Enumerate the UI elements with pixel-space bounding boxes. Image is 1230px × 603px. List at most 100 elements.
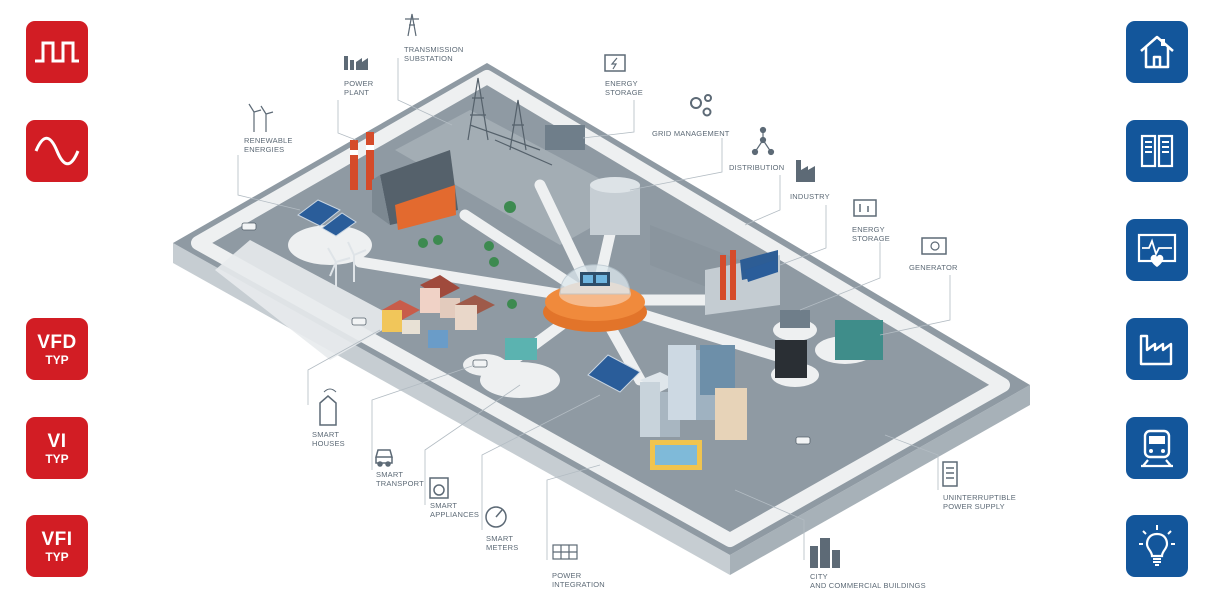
label-distribution: DISTRIBUTION (729, 163, 784, 172)
label-energy-storage-top-l2: STORAGE (605, 88, 643, 97)
label-ups-l2: POWER SUPPLY (943, 502, 1005, 511)
label-energy-storage-right-l2: STORAGE (852, 234, 890, 243)
smart-meters-icon (485, 506, 507, 528)
light-bulb-icon (1139, 525, 1175, 566)
ups-icon (942, 461, 958, 487)
factory-icon (1139, 334, 1173, 366)
platform-right-side (730, 385, 1030, 575)
label-power-plant-l1: POWER (344, 79, 374, 88)
label-renewable-l2: ENERGIES (244, 145, 284, 154)
label-city-l2: AND COMMERCIAL BUILDINGS (810, 581, 926, 590)
transmission-icon (405, 13, 419, 37)
square-wave-badge[interactable] (26, 21, 88, 83)
smart-houses (382, 275, 537, 360)
label-renewable-l1: RENEWABLE (244, 136, 293, 145)
smart-transport-icon (375, 449, 393, 467)
label-power-integration-l2: INTEGRATION (552, 580, 605, 589)
vfi-badge[interactable]: VFI TYP (26, 515, 88, 577)
label-smart-appliances-l2: APPLIANCES (430, 510, 479, 519)
cars (241, 222, 811, 445)
label-city-l1: CITY (810, 572, 828, 581)
solar-field-center (587, 354, 641, 393)
smart-houses-icon (319, 388, 337, 426)
industry-icon (796, 160, 815, 182)
smart-appliances-icon (429, 477, 449, 499)
city-icon (810, 538, 840, 568)
vi-badge[interactable]: VI TYP (26, 417, 88, 479)
city-buildings (640, 345, 747, 470)
square-wave-icon (35, 41, 79, 63)
train-icon (1141, 429, 1173, 468)
label-energy-storage-right-l1: ENERGY (852, 225, 885, 234)
label-smart-transport-l2: TRANSPORT (376, 479, 424, 488)
vfd-badge[interactable]: VFD TYP (26, 318, 88, 380)
battery-storage-right (780, 310, 810, 328)
vfi-badge-line1: VFI (41, 528, 73, 550)
vi-badge-line1: VI (47, 430, 67, 452)
label-power-integration-l1: POWER (552, 571, 582, 580)
label-transmission-l2: SUBSTATION (404, 54, 453, 63)
solar-field-left (297, 199, 357, 237)
server-rack-badge[interactable] (1126, 120, 1188, 182)
label-smart-meters-l2: METERS (486, 543, 518, 552)
label-transmission-l1: TRANSMISSION (404, 45, 464, 54)
power-plant-icon (344, 56, 368, 70)
grid-control-hub (543, 264, 647, 332)
server-rack-icon (1140, 134, 1174, 168)
house-badge[interactable] (1126, 21, 1188, 83)
solar-rooftop-industry (745, 260, 778, 282)
transmission-substation (467, 77, 553, 166)
renewable-icon (248, 103, 274, 132)
power-integration-icon (552, 544, 578, 560)
grid-management-icon (690, 94, 712, 117)
vi-badge-line2: TYP (45, 451, 69, 466)
light-bulb-badge[interactable] (1126, 515, 1188, 577)
sine-wave-badge[interactable] (26, 120, 88, 182)
generator-icon (921, 237, 947, 255)
factory-badge[interactable] (1126, 318, 1188, 380)
label-smart-transport-l1: SMART (376, 470, 403, 479)
distribution-icon (751, 126, 775, 156)
label-smart-meters-l1: SMART (486, 534, 513, 543)
label-grid-management: GRID MANAGEMENT (652, 129, 730, 138)
vfi-badge-line2: TYP (45, 549, 69, 564)
label-power-plant-l2: PLANT (344, 88, 369, 97)
label-smart-appliances-l1: SMART (430, 501, 457, 510)
battery-storage-top (545, 125, 585, 150)
energy-storage-right-icon (853, 199, 877, 217)
medical-monitor-badge[interactable] (1126, 219, 1188, 281)
label-energy-storage-top-l1: ENERGY (605, 79, 638, 88)
label-ups-l1: UNINTERRUPTIBLE (943, 493, 1016, 502)
sine-wave-icon (34, 136, 80, 166)
generator-unit (835, 320, 883, 360)
train-badge[interactable] (1126, 417, 1188, 479)
label-smart-houses-l2: HOUSES (312, 439, 345, 448)
label-smart-houses-l1: SMART (312, 430, 339, 439)
trees (418, 201, 517, 309)
vfd-badge-line2: TYP (45, 352, 69, 367)
ring-road (191, 70, 1010, 547)
ups-cabinet (775, 340, 807, 378)
house-icon (1140, 35, 1174, 69)
wind-turbines (327, 241, 367, 290)
vfd-badge-line1: VFD (37, 331, 77, 353)
power-plant (350, 132, 458, 230)
leader-lines (237, 58, 951, 560)
energy-storage-top-icon (604, 54, 626, 72)
medical-monitor-icon (1137, 233, 1177, 267)
label-generator: GENERATOR (909, 263, 958, 272)
label-industry: INDUSTRY (790, 192, 830, 201)
